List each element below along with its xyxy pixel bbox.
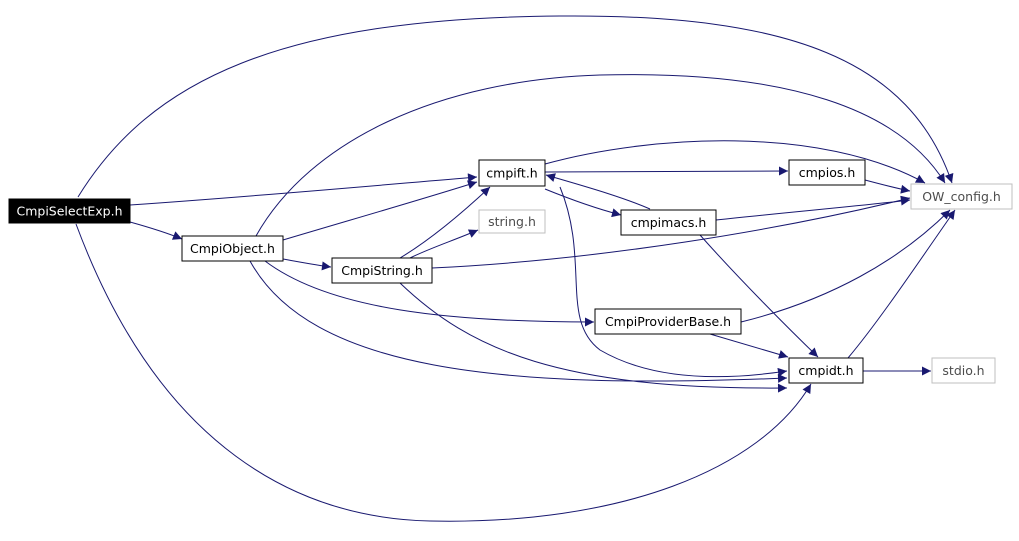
edge-cmpiproviderbase-to-owconfig <box>740 209 951 323</box>
edge-cmpiselectexp-to-cmpiobject <box>129 221 183 240</box>
edge-cmpistring-to-cmpift <box>399 186 491 259</box>
node-box-cmpidt <box>788 357 864 384</box>
edge-cmpiobject-to-owconfig <box>255 74 946 237</box>
edge-cmpiproviderbase-to-cmpidt <box>709 333 789 359</box>
edge-cmpiselectexp-to-cmpift <box>129 173 478 206</box>
node-box-cmpiselectexp <box>8 198 131 224</box>
node-box-cmpift <box>478 159 546 187</box>
node-label: CmpiSelectExp.h <box>17 204 123 219</box>
node-label: cmpift.h <box>486 166 537 181</box>
node-cmpiobject[interactable]: CmpiObject.h <box>181 235 284 262</box>
edge-cmpimacs-to-cmpift <box>545 173 651 210</box>
node-label: stdio.h <box>942 363 984 378</box>
node-cmpift[interactable]: cmpift.h <box>478 159 546 187</box>
node-box-cmpios <box>788 159 866 186</box>
node-box-cmpimacs <box>620 209 717 236</box>
edge-cmpift-to-cmpios <box>544 166 789 176</box>
node-label: CmpiObject.h <box>190 241 275 256</box>
node-box-cmpistring <box>331 257 433 284</box>
edge-cmpistring-to-owconfig <box>431 195 911 269</box>
node-owconfig[interactable]: OW_config.h <box>910 183 1013 210</box>
edge-cmpiselectexp-to-cmpidt <box>75 223 812 522</box>
node-box-owconfig <box>910 183 1013 210</box>
node-cmpidt[interactable]: cmpidt.h <box>788 357 864 384</box>
edge-cmpiobject-to-cmpiproviderbase <box>264 260 595 327</box>
node-label: CmpiString.h <box>341 263 423 278</box>
node-cmpios[interactable]: cmpios.h <box>788 159 866 186</box>
edge-cmpiobject-to-cmpift <box>282 180 478 241</box>
node-label: cmpios.h <box>799 165 856 180</box>
node-box-cmpiobject <box>181 235 284 262</box>
edge-cmpimacs-to-cmpidt <box>699 234 819 358</box>
edge-cmpiselectexp-to-owconfig <box>77 15 954 198</box>
edge-cmpift-to-owconfig <box>544 140 926 184</box>
edges-layer <box>75 15 956 522</box>
node-box-string <box>478 209 546 234</box>
node-label: cmpidt.h <box>798 363 853 378</box>
node-label: OW_config.h <box>922 189 1001 204</box>
edge-cmpiobject-to-cmpidt <box>249 260 788 383</box>
node-box-stdio <box>931 357 996 384</box>
edge-cmpimacs-to-owconfig <box>715 196 911 221</box>
node-box-cmpiproviderbase <box>594 308 742 335</box>
edge-cmpiobject-to-cmpistring <box>282 258 332 271</box>
node-label: string.h <box>488 214 536 229</box>
node-stdio[interactable]: stdio.h <box>931 357 996 384</box>
edge-cmpift-to-cmpidt <box>559 186 788 378</box>
edge-cmpios-to-owconfig <box>864 179 911 194</box>
node-label: cmpimacs.h <box>631 215 707 230</box>
edge-cmpidt-to-owconfig <box>847 209 956 359</box>
node-cmpimacs[interactable]: cmpimacs.h <box>620 209 717 236</box>
edge-cmpistring-to-cmpidt <box>399 282 788 393</box>
node-cmpiproviderbase[interactable]: CmpiProviderBase.h <box>594 308 742 335</box>
node-label: CmpiProviderBase.h <box>605 314 731 329</box>
node-cmpiselectexp: CmpiSelectExp.h <box>8 198 131 224</box>
node-string[interactable]: string.h <box>478 209 546 234</box>
node-cmpistring[interactable]: CmpiString.h <box>331 257 433 284</box>
edge-cmpift-to-cmpimacs <box>544 188 622 218</box>
edge-cmpistring-to-string <box>409 229 479 259</box>
